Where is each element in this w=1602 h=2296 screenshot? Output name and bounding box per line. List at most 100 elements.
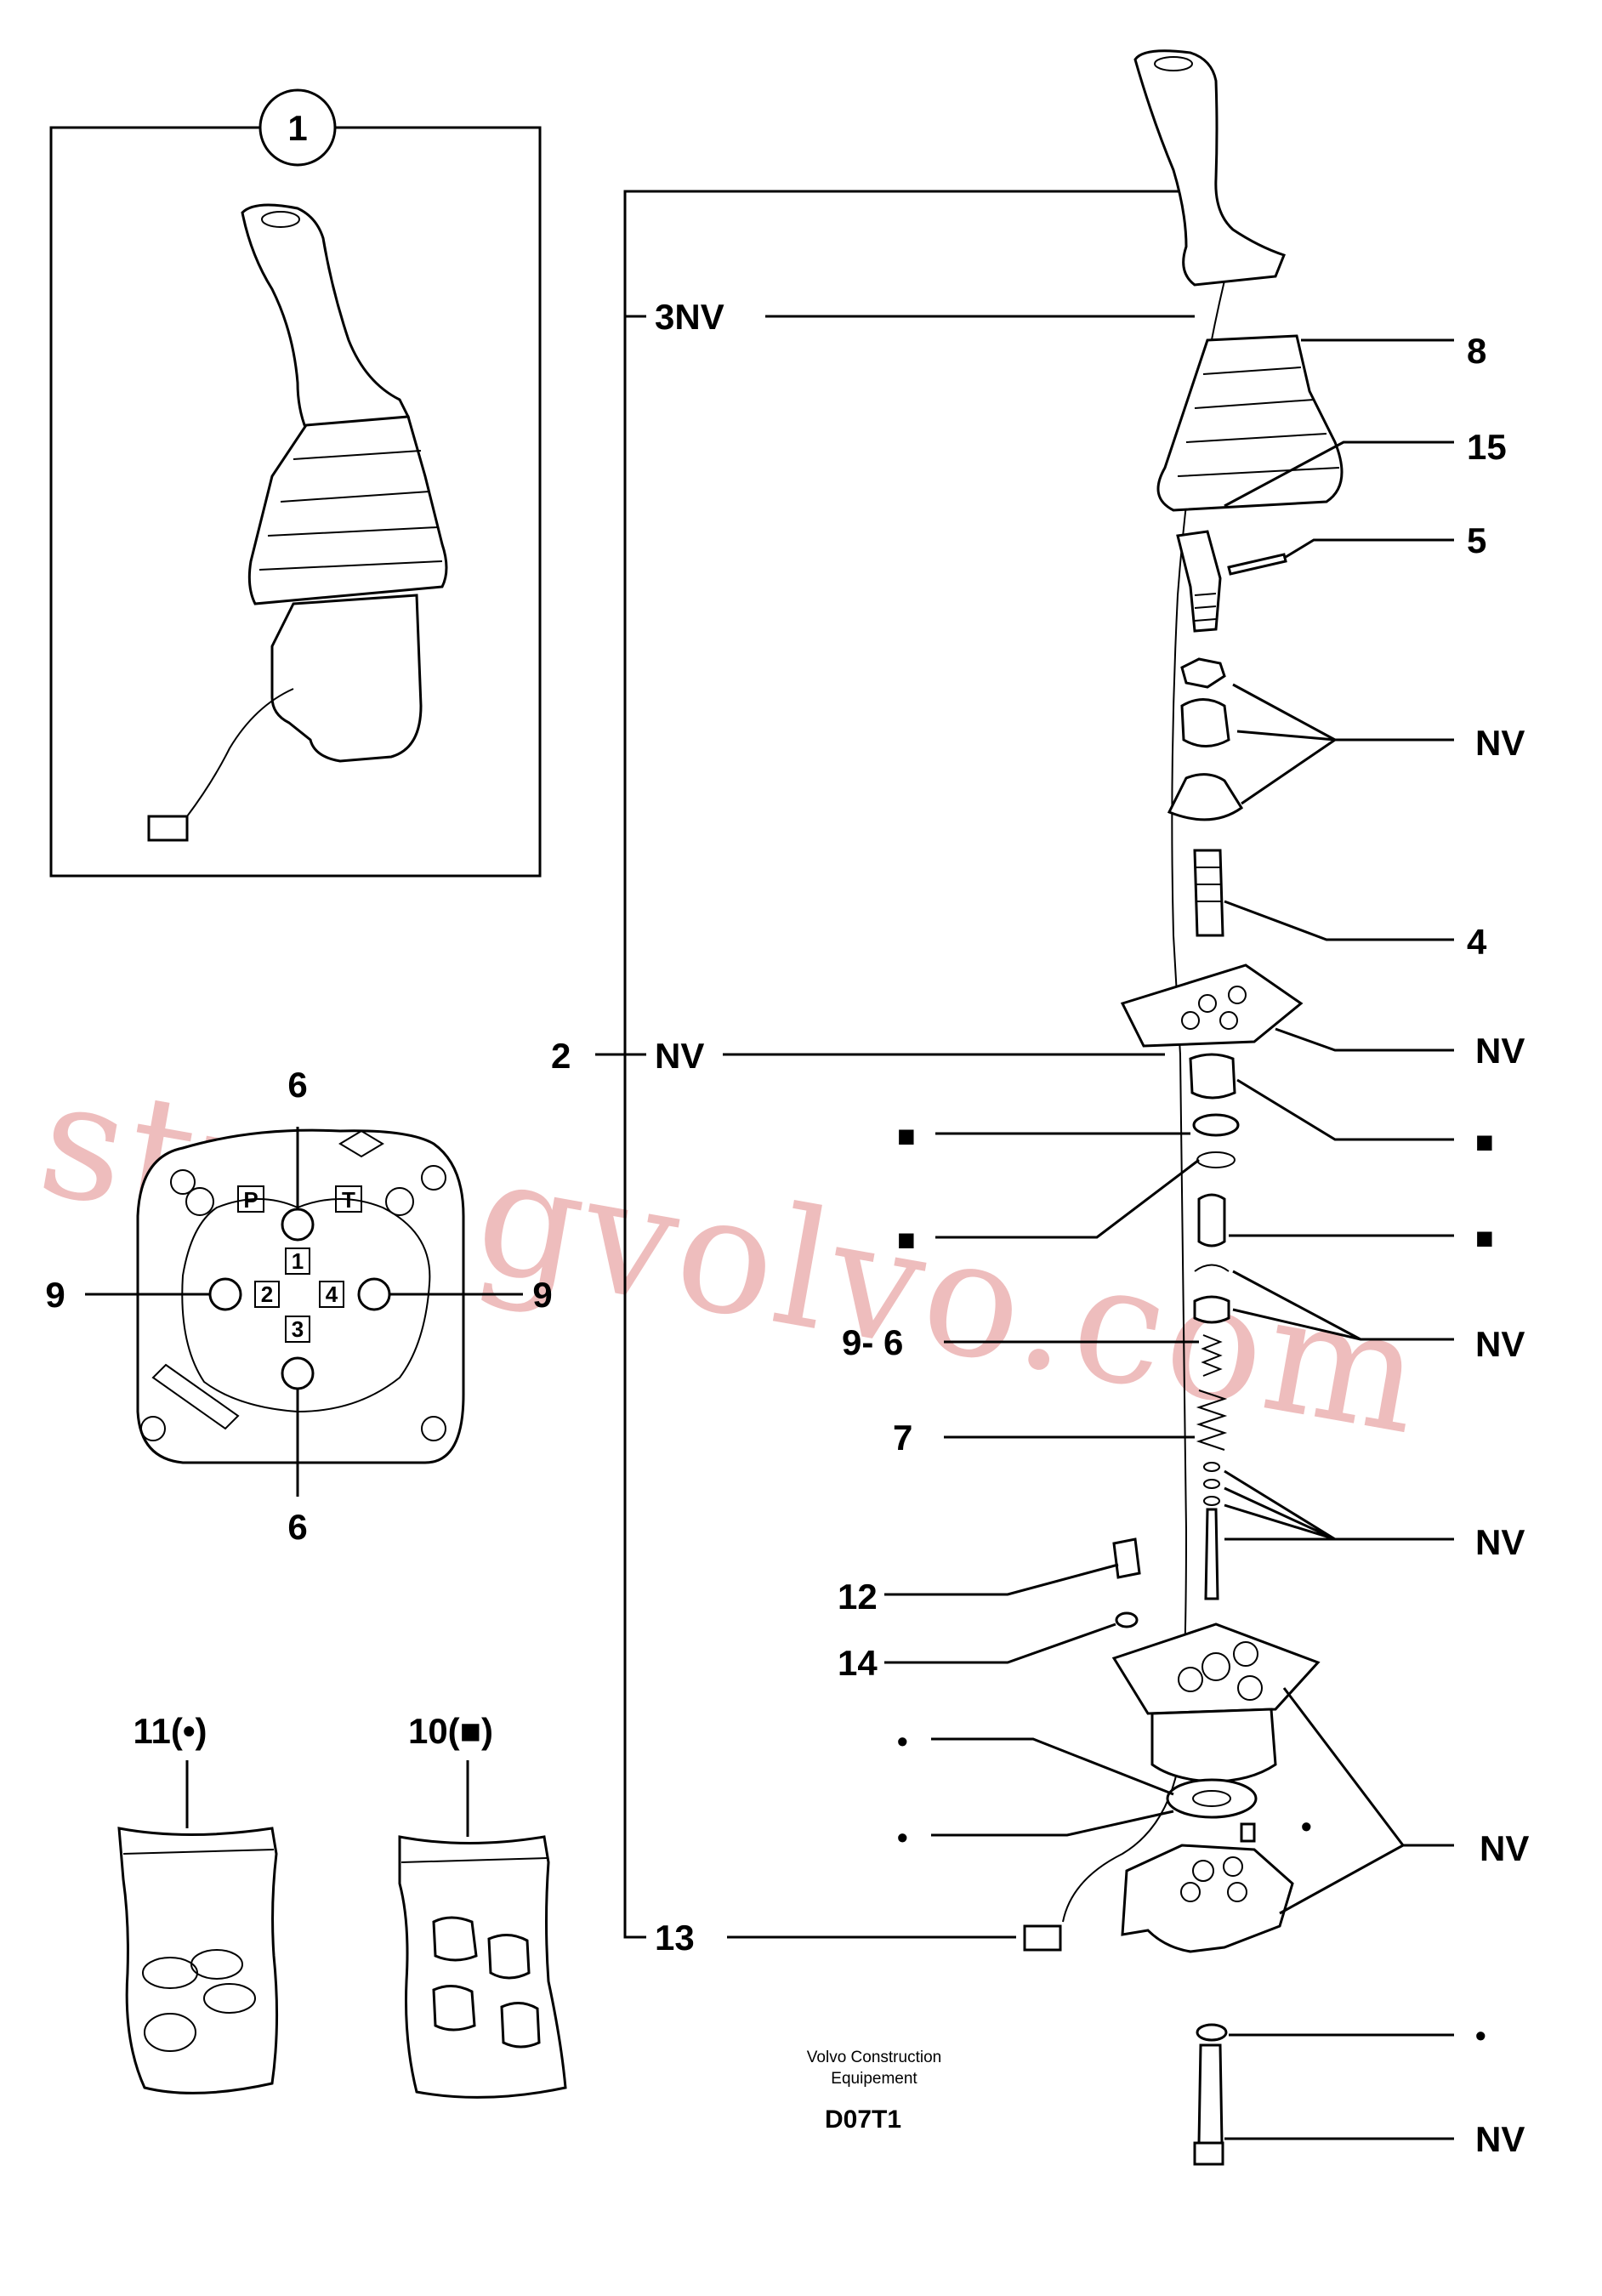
leader-5: [1285, 538, 1454, 559]
face-outline: [136, 1128, 465, 1464]
bottom-o-ring: [1196, 2023, 1228, 2042]
inset-handle: [241, 203, 411, 431]
face-label-right: 9: [532, 1275, 552, 1315]
nut: [1180, 657, 1226, 689]
label-bag-11: 11(•): [133, 1711, 207, 1751]
housing-hole-2: [1233, 1641, 1258, 1667]
label-nv-stem: NV: [1475, 1522, 1525, 1562]
face-bolt-hole-br: [421, 1416, 446, 1441]
label-3nv: 3NV: [655, 297, 724, 337]
inset-boot: [247, 415, 448, 605]
gasket-hole: [1192, 1790, 1231, 1807]
label-dot-3: •: [1301, 1809, 1312, 1844]
leader-dot-2: [931, 1810, 1174, 1837]
group-bracket: 3NV 2 NV 13: [551, 190, 1216, 1958]
face-num-3: 3: [292, 1316, 304, 1342]
small-washer-2: [1203, 1479, 1220, 1489]
label-sq-left-2: ■: [897, 1222, 916, 1257]
inset-connector: [147, 815, 189, 842]
spring-7: [1196, 1390, 1228, 1451]
face-port-1-top: [281, 1208, 315, 1242]
face-key-top: [338, 1129, 384, 1158]
face-port-t-circle: [385, 1187, 414, 1216]
label-9-6: 9- 6: [842, 1322, 903, 1362]
valve-body: [1121, 1844, 1294, 1953]
screw-12: [1112, 1537, 1141, 1579]
clip: [1194, 1264, 1230, 1272]
face-num-4-box: [319, 1281, 344, 1308]
bracket-line: [623, 190, 1216, 1939]
valve-hole-1: [1192, 1860, 1214, 1882]
footer-company-line-1: Volvo Construction: [807, 2049, 941, 2066]
handle-button: [1154, 56, 1193, 71]
label-sq-right-1: ■: [1475, 1124, 1494, 1159]
drawing-code: D07T1: [825, 2106, 901, 2134]
label-nv-clip: NV: [1475, 1324, 1525, 1364]
leader-nv-clip: [1232, 1270, 1454, 1341]
inset-body-edge: [271, 603, 294, 647]
leader-nv-stem: [1224, 1469, 1454, 1541]
face-num-3-box: [285, 1316, 310, 1343]
inset-assembled-joystick: 1: [49, 88, 542, 878]
face-num-4: 4: [326, 1282, 338, 1307]
label-12: 12: [838, 1577, 878, 1617]
inset-body: [270, 594, 423, 763]
bag-10-outline: [398, 1835, 567, 2099]
leader-15: [1224, 440, 1454, 508]
face-label-bottom: 6: [287, 1507, 307, 1547]
small-washer-1: [1203, 1462, 1220, 1472]
inset-boot-ridges: [258, 450, 443, 571]
plug: [1189, 1053, 1236, 1100]
leader-sq-right-1: [1236, 1078, 1454, 1141]
label-nv-bolt: NV: [1475, 2119, 1525, 2159]
leader-sq-left-2: [935, 1158, 1200, 1239]
bag-11-ring-2: [190, 1949, 243, 1980]
cable: [1062, 280, 1225, 1923]
spring-seat: [1193, 1295, 1230, 1324]
face-port-p-circle: [185, 1187, 214, 1216]
pin-5: [1227, 553, 1287, 576]
plate-hole-2: [1228, 986, 1247, 1004]
o-ring: [1196, 1151, 1236, 1168]
shaft-thread: [1196, 867, 1222, 902]
face-label-left: 9: [45, 1275, 65, 1315]
face-tag-p: P: [243, 1187, 258, 1213]
face-num-2-box: [254, 1281, 280, 1308]
housing-lower: [1150, 1708, 1277, 1783]
bag-10-seal: [400, 1857, 548, 1863]
leader-nv-upper: [1232, 683, 1454, 805]
plate-hole-1: [1198, 994, 1217, 1013]
label-15: 15: [1467, 427, 1507, 467]
face-num-1-box: [285, 1247, 310, 1275]
washer-14: [1115, 1611, 1139, 1628]
inset-callout-number: 1: [287, 108, 307, 148]
footer-company-line-2: Equipement: [831, 2070, 917, 2088]
housing-hole-1: [1202, 1652, 1230, 1681]
label-bag-10: 10(■): [408, 1711, 493, 1751]
bolt: [1197, 2043, 1224, 2145]
plate-hole-3: [1219, 1011, 1238, 1030]
valve-face-view: P T 1 2 4 3 6 9 9 6: [45, 1065, 552, 1547]
boot-ridges: [1177, 367, 1340, 477]
small-washer-3: [1203, 1496, 1220, 1506]
bag-10-plug-2: [487, 1934, 531, 1980]
leader-12: [884, 1563, 1119, 1596]
plate-hole-4: [1181, 1011, 1200, 1030]
bag-11-ring-4: [144, 2013, 196, 2052]
face-tag-t: T: [342, 1187, 355, 1213]
leader-14: [884, 1623, 1116, 1664]
lever-insert-thread: [1194, 593, 1217, 622]
face-bolt-hole-tr: [421, 1165, 446, 1191]
face-port-3-bottom: [281, 1356, 315, 1390]
face-key-bottom: [151, 1363, 240, 1430]
shaft-4: [1193, 849, 1224, 937]
label-sq-right-2: ■: [1475, 1220, 1494, 1255]
stem: [1204, 1508, 1219, 1600]
housing-hole-3: [1178, 1667, 1203, 1692]
label-dot-4: •: [1475, 2018, 1486, 2053]
exploded-stack: 8 15 5 NV 4 NV ■: [838, 49, 1529, 2166]
bag-11-seal: [122, 1849, 275, 1855]
label-7: 7: [893, 1418, 912, 1458]
bag-11-ring-3: [203, 1983, 256, 2014]
label-sq-left-1: ■: [897, 1118, 916, 1153]
